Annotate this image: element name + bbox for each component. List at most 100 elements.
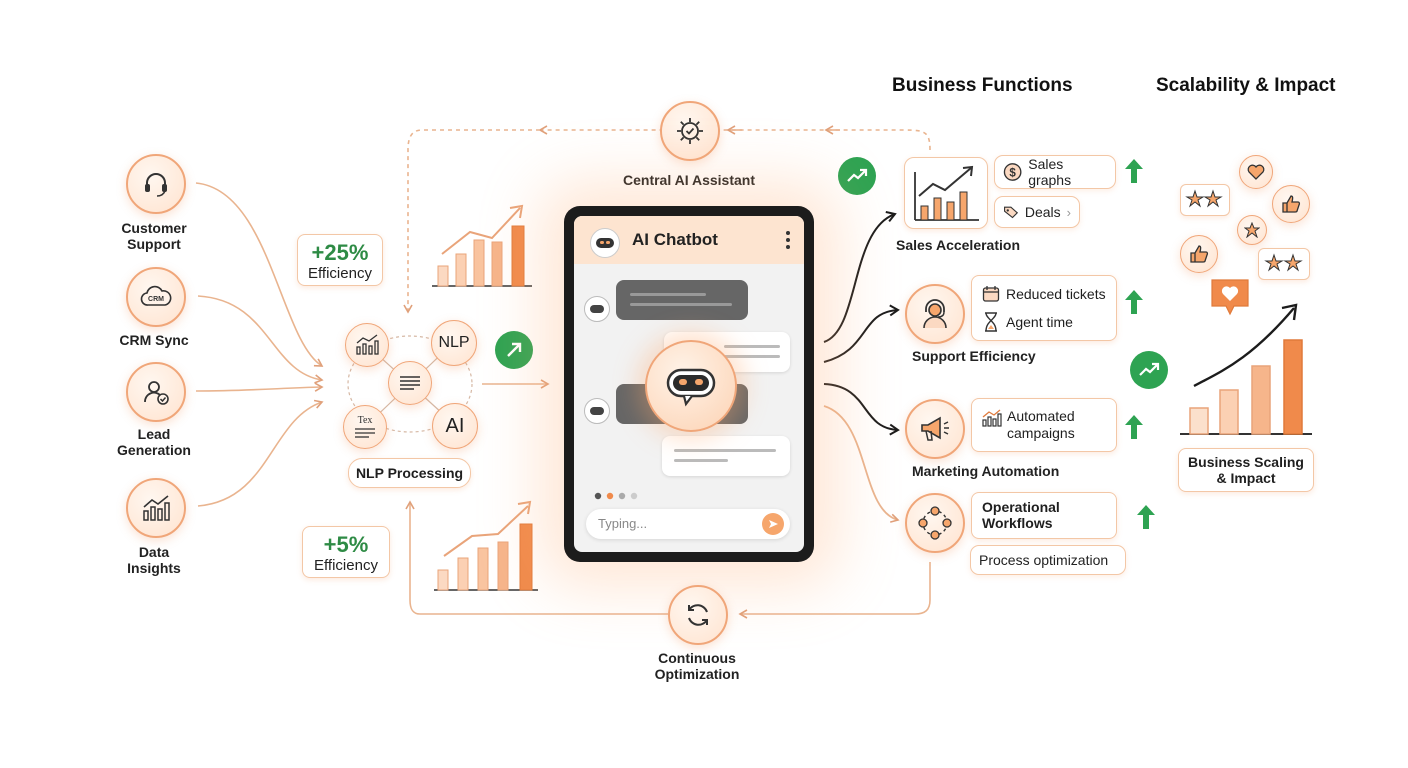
bot-message-bubble — [616, 280, 748, 320]
wire-ops — [824, 406, 898, 520]
wire-data — [198, 402, 322, 506]
operational-workflows-node[interactable] — [905, 493, 965, 553]
sales-acceleration-node[interactable] — [904, 157, 988, 229]
efficiency-card-bottom: +5% Efficiency — [302, 526, 390, 578]
lead-generation-node[interactable] — [126, 362, 186, 422]
refresh-icon — [683, 600, 713, 630]
tag-icon — [1003, 203, 1019, 221]
reduced-tickets-item[interactable]: Reduced tickets — [982, 285, 1106, 303]
bar-chart-icon — [140, 493, 172, 523]
efficiency-label: Efficiency — [298, 265, 382, 283]
up-arrow-icon — [1124, 158, 1144, 184]
business-scaling-label: Business Scaling & Impact — [1188, 454, 1304, 486]
wire-lead — [196, 387, 322, 391]
marketing-automation-label: Marketing Automation — [912, 463, 1082, 479]
up-arrow-icon — [1136, 504, 1156, 530]
deals-label: Deals — [1025, 204, 1061, 220]
star-reaction — [1237, 215, 1267, 245]
sales-graphs-item[interactable]: $ Sales graphs — [994, 155, 1116, 189]
send-button[interactable] — [762, 513, 784, 535]
efficiency-card-top: +25% Efficiency — [297, 234, 383, 286]
operational-workflows-label: Operational Workflows — [982, 499, 1060, 531]
heart-reaction — [1239, 155, 1273, 189]
dollar-icon: $ — [1003, 162, 1022, 182]
two-stars-icon — [1259, 249, 1309, 279]
bot-message-avatar-icon — [584, 296, 610, 322]
heart-icon — [1247, 164, 1265, 180]
crm-sync-node[interactable]: CRM — [126, 267, 186, 327]
lead-generation-label: Lead Generation — [104, 426, 204, 458]
scaling-bar — [1190, 408, 1208, 434]
trend-up-icon — [1130, 351, 1168, 389]
process-optimization-item[interactable]: Process optimization — [970, 545, 1126, 575]
scalability-header: Scalability & Impact — [1156, 75, 1336, 97]
message-input[interactable]: Typing... — [586, 509, 790, 539]
nlp-node: NLP — [431, 320, 477, 366]
central-ai-assistant-node[interactable] — [660, 101, 720, 161]
wire-crm — [198, 296, 322, 380]
automated-campaigns-label: Automated campaigns — [1007, 408, 1075, 442]
wire-sales — [824, 214, 895, 342]
trend-up-icon — [495, 331, 533, 369]
support-agent-icon — [918, 297, 952, 331]
sales-chart-icon — [905, 158, 987, 228]
mini-chart-icon — [982, 409, 1002, 427]
customer-support-node[interactable] — [126, 154, 186, 214]
bot-message-avatar-icon — [584, 398, 610, 424]
up-arrow-icon — [1124, 414, 1144, 440]
wire-top-dashed — [540, 130, 930, 150]
wire-bottom-loop — [740, 562, 930, 614]
operational-workflows-item[interactable]: Operational Workflows — [971, 492, 1117, 539]
text-lines-icon — [354, 426, 376, 438]
marketing-automation-node[interactable] — [905, 399, 965, 459]
chatbot-bot-badge — [645, 340, 737, 432]
continuous-optimization-node[interactable] — [668, 585, 728, 645]
support-items-card: Reduced tickets Agent time — [971, 275, 1117, 341]
hourglass-icon — [982, 312, 1000, 332]
support-efficiency-label: Support Efficiency — [912, 348, 1072, 364]
chatbot-title: AI Chatbot — [632, 230, 718, 250]
thumbs-up-reaction — [1272, 185, 1310, 223]
robot-icon — [664, 364, 718, 408]
bot-avatar-icon — [590, 228, 620, 258]
more-menu-icon[interactable] — [784, 228, 792, 252]
mini-chart-icon — [355, 334, 379, 356]
scaling-bar — [1284, 340, 1302, 434]
two-stars-icon — [1181, 185, 1229, 215]
agent-time-label: Agent time — [1006, 314, 1073, 330]
agent-time-item[interactable]: Agent time — [982, 312, 1073, 332]
thumbs-up-icon — [1281, 194, 1301, 214]
text-node-label: Tex — [358, 416, 373, 426]
data-insights-label: Data Insights — [104, 544, 204, 576]
chevron-right-icon: › — [1067, 205, 1071, 220]
wire-support-eff — [824, 310, 898, 362]
efficiency-value: +25% — [298, 241, 382, 265]
support-efficiency-node[interactable] — [905, 284, 965, 344]
business-scaling-card: Business Scaling & Impact — [1178, 448, 1314, 492]
up-arrow-icon — [1124, 289, 1144, 315]
star-icon — [1244, 222, 1260, 238]
gear-check-icon — [674, 115, 706, 147]
stars-reaction-left — [1180, 184, 1230, 216]
growth-chart-bottom — [432, 498, 540, 592]
user-check-icon — [141, 377, 171, 407]
scaling-bar — [1220, 390, 1238, 434]
typing-indicator — [594, 488, 654, 498]
ai-node: AI — [432, 403, 478, 449]
central-ai-assistant-label: Central AI Assistant — [608, 172, 770, 188]
headset-icon — [141, 169, 171, 199]
trend-up-icon — [838, 157, 876, 195]
data-insights-node[interactable] — [126, 478, 186, 538]
crm-cloud-icon: CRM — [140, 285, 172, 309]
scaling-bar — [1252, 366, 1270, 434]
sales-acceleration-label: Sales Acceleration — [896, 237, 1052, 253]
deals-item[interactable]: Deals › — [994, 196, 1080, 228]
efficiency-value: +5% — [303, 533, 389, 557]
thumbs-up-reaction — [1180, 235, 1218, 273]
automated-campaigns-item[interactable]: Automated campaigns — [971, 398, 1117, 452]
wire-marketing — [824, 384, 898, 430]
efficiency-label: Efficiency — [303, 557, 389, 575]
nlp-chart-node — [345, 323, 389, 367]
crm-sync-label: CRM Sync — [104, 332, 204, 348]
